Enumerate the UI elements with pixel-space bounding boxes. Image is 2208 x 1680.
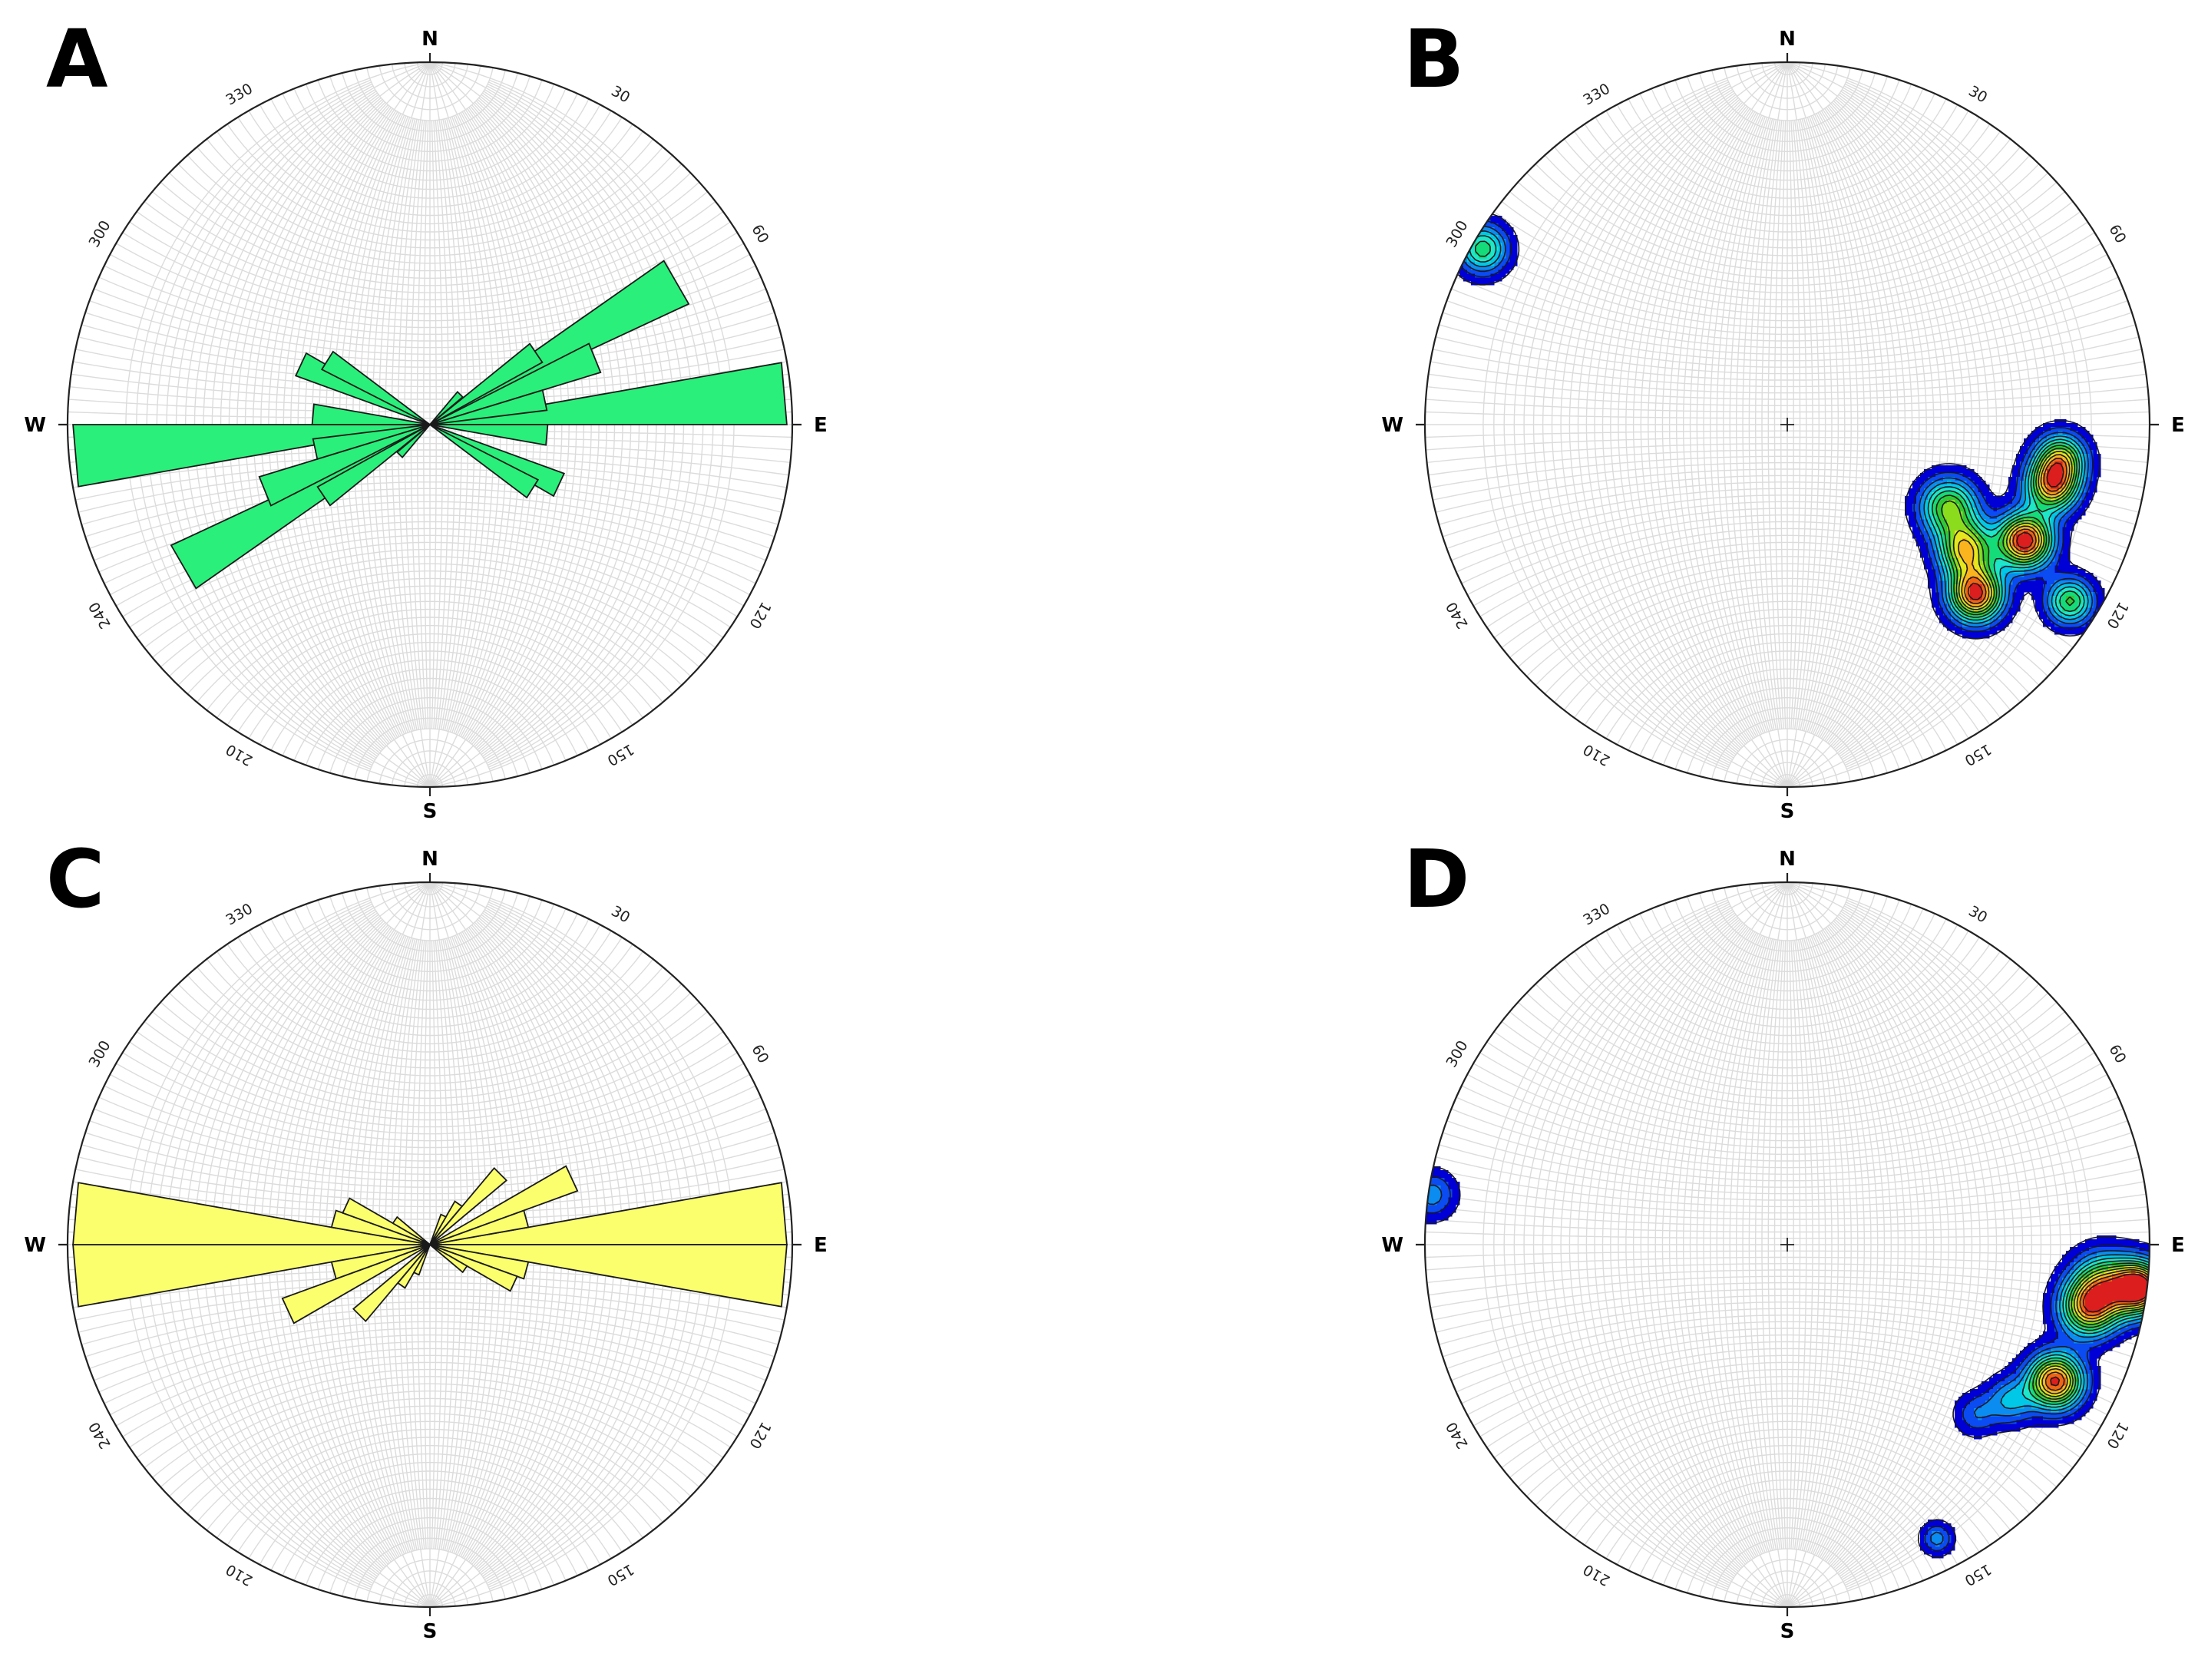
azimuth-label: 30 [1965,902,1990,926]
panel-label: C [46,832,104,926]
azimuth-label: 150 [1962,1560,1994,1589]
cardinal-east: E [814,414,828,437]
rose-petal [429,424,540,499]
density-level [2051,1274,2150,1386]
azimuth-label: 300 [85,1038,114,1070]
density-level [2035,1266,2150,1401]
density-level [1448,212,2105,639]
rose-petal [342,1197,431,1245]
cardinal-east: E [814,1234,828,1257]
azimuth-label: 30 [1965,82,1990,106]
rose-petal [352,1244,431,1323]
rose-diagram [72,260,788,590]
azimuth-label: 240 [85,599,114,631]
cardinal-south: S [1780,800,1795,823]
azimuth-label: 210 [223,740,256,769]
cardinal-west: W [24,414,46,437]
net-labels: N S E W 30 60 120 150 210 240 300 330 [1381,848,2184,1643]
density-contours [1446,212,2106,640]
azimuth-label: 210 [223,1560,256,1589]
rose-petal [330,1244,431,1280]
cardinal-west: W [1381,1234,1403,1257]
rose-petal [320,350,431,425]
azimuth-label: 240 [1443,599,1471,631]
azimuth-label: 150 [604,1560,636,1589]
cardinal-ticks [1416,873,2159,1616]
azimuth-label: 330 [1581,80,1613,108]
cardinal-ticks [58,53,802,796]
azimuth-label: 120 [745,1419,774,1451]
cardinal-north: N [1779,28,1796,51]
panel-a: N S E W 30 60 120 150 210 240 300 330 A [24,12,827,823]
azimuth-label: 330 [223,80,256,108]
cardinal-east: E [2171,414,2185,437]
azimuth-label: 240 [85,1419,114,1451]
rose-petal [429,1244,518,1292]
cardinal-south: S [423,800,438,823]
azimuth-label: 150 [604,740,636,769]
cardinal-south: S [1780,1620,1795,1643]
azimuth-label: 60 [748,1042,772,1067]
azimuth-label: 240 [1443,1419,1471,1451]
cardinal-east: E [2171,1234,2185,1257]
cardinal-north: N [421,28,438,51]
cardinal-north: N [421,848,438,871]
density-level [1966,458,2067,604]
azimuth-label: 30 [608,82,633,106]
rose-petal [429,1166,508,1245]
cardinal-west: W [1381,414,1403,437]
azimuth-label: 330 [223,900,256,928]
panel-d: N S E W 30 60 120 150 210 240 300 330 D [1381,832,2184,1643]
cardinal-ticks [58,873,802,1616]
panel-label: D [1403,832,1469,926]
azimuth-label: 300 [1443,218,1471,250]
azimuth-label: 60 [2105,222,2129,246]
azimuth-label: 210 [1581,740,1613,769]
azimuth-label: 30 [608,902,633,926]
azimuth-label: 210 [1581,1560,1613,1589]
panel-label: A [46,12,108,106]
rose-petal [395,424,431,459]
rose-petal [429,1213,448,1245]
azimuth-label: 60 [748,222,772,246]
cardinal-ticks [1416,53,2159,796]
rose-diagram [72,1165,788,1324]
azimuth-label: 330 [1581,900,1613,928]
azimuth-label: 120 [745,599,774,631]
rose-petal [429,1209,530,1245]
rose-petal [392,1215,431,1245]
cardinal-south: S [423,1620,438,1643]
azimuth-label: 300 [1443,1038,1471,1070]
rose-petal [429,389,548,425]
rose-petal [429,342,544,425]
rose-petal [312,424,431,461]
rose-petal [429,390,464,425]
azimuth-label: 300 [85,218,114,250]
panel-b: N S E W 30 60 120 150 210 240 300 330 B [1381,12,2184,823]
panel-label: B [1403,12,1464,106]
cardinal-north: N [1779,848,1796,871]
density-level [2001,1255,2150,1413]
azimuth-label: 120 [2103,1419,2131,1451]
azimuth-label: 150 [1962,740,1994,769]
stereonet-grid [1425,881,2150,1608]
density-fill [1446,212,2106,640]
panel-c: N S E W 30 60 120 150 210 240 300 330 C [24,832,827,1643]
rose-petal [311,403,431,425]
cardinal-west: W [24,1234,46,1257]
center-cross [1780,1238,1794,1252]
rose-petal [316,424,431,507]
azimuth-label: 60 [2105,1042,2129,1067]
center-cross [1780,418,1794,432]
rose-petal [429,424,549,446]
azimuth-label: 120 [2103,599,2131,631]
rose-petal [412,1244,431,1276]
rose-petal [429,1244,468,1274]
net-gridlines [1425,881,2150,1608]
